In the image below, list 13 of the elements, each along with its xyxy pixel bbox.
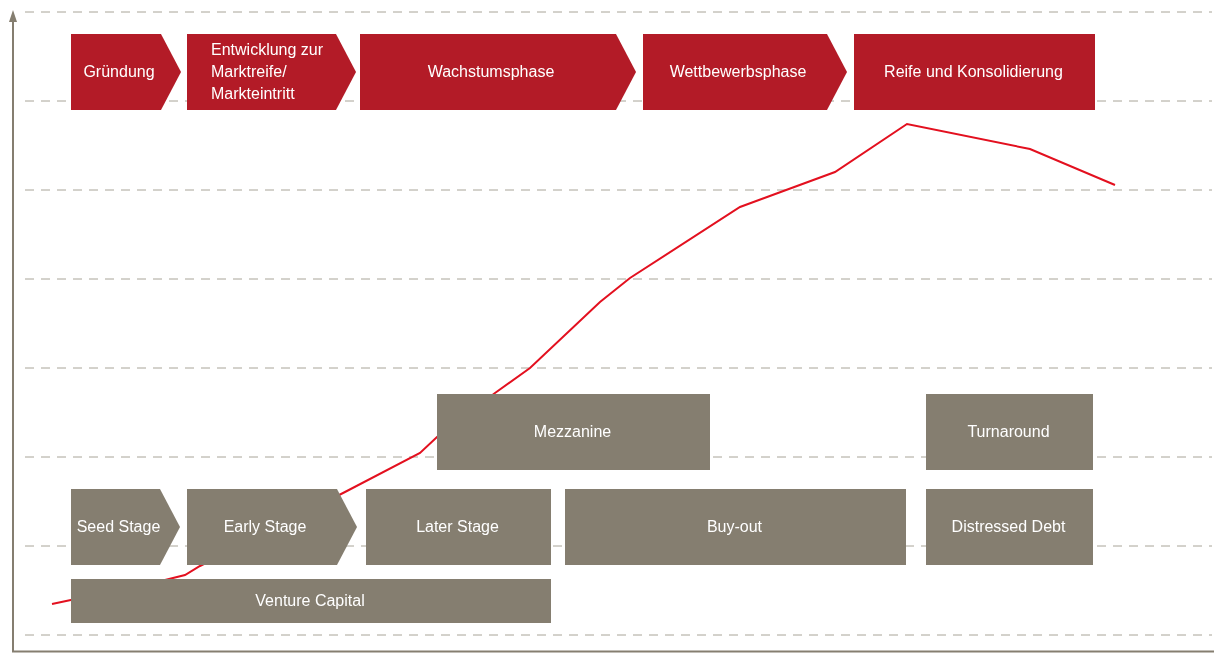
stage-box: Mezzanine	[437, 394, 710, 470]
stage-box: Distressed Debt	[926, 489, 1093, 565]
phase-box: Gründung	[71, 34, 181, 110]
phase-box: Wettbewerbsphase	[643, 34, 847, 110]
stage-box: Buy-out	[565, 489, 906, 565]
stage-box: Later Stage	[366, 489, 551, 565]
phase-box: Reife und Konsolidierung	[854, 34, 1095, 110]
phase-box: Wachstumsphase	[360, 34, 636, 110]
stage-box: Venture Capital	[71, 579, 551, 623]
stage-box: Seed Stage	[71, 489, 180, 565]
phase-box: Entwicklung zur Marktreife/ Markteintritt	[187, 34, 356, 110]
stage-box: Early Stage	[187, 489, 357, 565]
stage-box: Turnaround	[926, 394, 1093, 470]
